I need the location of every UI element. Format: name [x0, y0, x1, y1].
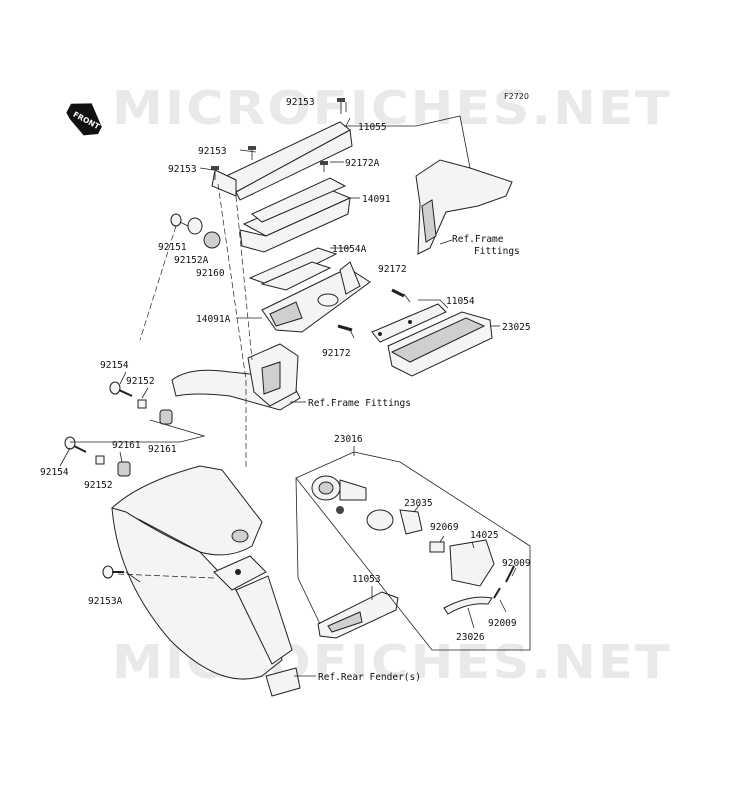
label-11055: 11055 [358, 122, 387, 133]
screw-92172-b [337, 324, 353, 332]
watermark-top: MICROFICHES.NET [112, 81, 672, 135]
damper-92160 [203, 231, 221, 249]
license-lamp-assembly [311, 475, 515, 615]
label-92160: 92160 [196, 268, 225, 279]
label-92153-a: 92153 [198, 146, 227, 157]
front-arrow-icon: FRONT [66, 103, 102, 136]
frame-fitting-left [171, 343, 301, 411]
label-92153A: 92153A [88, 596, 123, 607]
label-92154-b: 92154 [40, 467, 69, 478]
bracket-11055 [211, 121, 353, 201]
label-23035: 23035 [404, 498, 433, 509]
label-92152A: 92152A [174, 255, 209, 266]
label-11053: 11053 [352, 574, 381, 585]
label-ref-frame-2: Ref.Frame Fittings [308, 398, 411, 409]
label-14091: 14091 [362, 194, 391, 205]
label-ref-frame-1b: Fittings [474, 246, 520, 257]
damper-92161-b [117, 461, 131, 477]
label-92009-b: 92009 [488, 618, 517, 629]
label-92009-a: 92009 [502, 558, 531, 569]
collar-92152A [187, 217, 203, 235]
label-14091A: 14091A [196, 314, 231, 325]
damper-92161-a [159, 409, 173, 425]
diagram-code: F2720 [504, 92, 529, 101]
bolt-92153-top [337, 98, 345, 114]
leader-lines [59, 102, 531, 677]
collar-92152-b [95, 455, 105, 465]
label-92161-b: 92161 [148, 444, 177, 455]
label-23026: 23026 [456, 632, 485, 643]
label-92069: 92069 [430, 522, 459, 533]
collar-92152-a [137, 399, 147, 409]
lens-23025 [387, 311, 493, 377]
bracket-11054 [371, 303, 447, 343]
part-labels: 92153 11055 92153 92153 92172A 14091 921… [40, 97, 531, 683]
label-92172-a: 92172 [378, 264, 407, 275]
label-ref-fender: Ref.Rear Fender(s) [318, 672, 421, 683]
bolt-92154-a [109, 381, 133, 397]
label-92172-b: 92172 [322, 348, 351, 359]
label-11054A: 11054A [332, 244, 367, 255]
label-11054: 11054 [446, 296, 475, 307]
bolt-92154-b [64, 436, 87, 453]
rear-fender [111, 465, 301, 697]
label-92152-b: 92152 [84, 480, 113, 491]
bolt-92153-b [211, 166, 219, 180]
label-ref-frame-1a: Ref.Frame [452, 234, 504, 245]
bolt-92153-a [248, 146, 256, 160]
label-92161-a: 92161 [112, 440, 141, 451]
bracket-11054A [248, 247, 338, 291]
taillight-housing-14091A [261, 261, 371, 333]
frame-fitting-right [415, 159, 513, 255]
label-23016: 23016 [334, 434, 363, 445]
label-92154-a: 92154 [100, 360, 129, 371]
bolt-92153A [102, 565, 124, 579]
label-92153-top: 92153 [286, 97, 315, 108]
label-92151: 92151 [158, 242, 187, 253]
bolt-92151 [170, 213, 189, 227]
label-92172A: 92172A [345, 158, 380, 169]
license-bracket-11053 [317, 591, 399, 639]
label-92153-b: 92153 [168, 164, 197, 175]
screw-92172A [320, 161, 328, 172]
label-23025: 23025 [502, 322, 531, 333]
label-92152-a: 92152 [126, 376, 155, 387]
screw-92172-a [391, 288, 405, 298]
label-14025: 14025 [470, 530, 499, 541]
